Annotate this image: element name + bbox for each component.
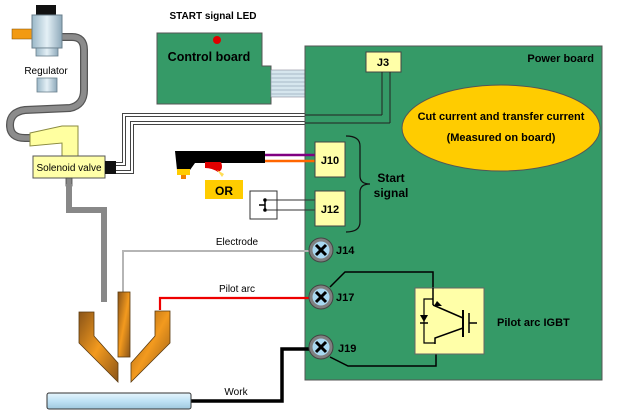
connector-j3-label: J3	[377, 57, 389, 69]
start-signal-led	[213, 36, 221, 44]
solenoid-connector	[105, 161, 116, 174]
power-board-label: Power board	[527, 53, 594, 65]
connector-j3	[365, 51, 402, 73]
start-signal-label-line1: Start	[377, 171, 404, 185]
regulator-body	[31, 14, 63, 49]
igbt-collector-trace	[329, 271, 434, 296]
connector-j12-label: J12	[321, 204, 339, 216]
terminal-j19	[308, 334, 334, 360]
start-signal-led-label: START signal LED	[169, 11, 256, 22]
regulator-label: Regulator	[24, 66, 68, 77]
pilot-arc-wire-label: Pilot arc	[219, 284, 255, 295]
control-board-label: Control board	[168, 50, 251, 64]
solenoid-valve: Solenoid valve	[29, 125, 116, 187]
terminal-j17-label: J17	[336, 292, 354, 304]
nozzle-right	[130, 310, 171, 383]
regulator: Regulator	[11, 5, 68, 93]
terminal-j14	[308, 237, 334, 263]
electrode-wire	[122, 250, 309, 293]
terminal-j17	[308, 284, 334, 310]
regulator-knob	[36, 5, 56, 17]
measurement-label-line1: Cut current and transfer current	[418, 111, 585, 123]
or-label: OR	[215, 184, 233, 198]
regulator-gauge	[36, 77, 58, 93]
work-wire	[190, 347, 309, 403]
torch-head	[78, 291, 171, 383]
solenoid-valve-label: Solenoid valve	[36, 163, 101, 174]
work-piece	[46, 392, 192, 410]
nozzle-left	[78, 311, 119, 383]
control-board: START signal LED Control board	[156, 11, 272, 105]
start-signal-label-line2: signal	[374, 186, 409, 200]
gas-line-to-torch	[66, 184, 107, 302]
terminal-j14-label: J14	[336, 245, 355, 257]
or-badge	[205, 180, 243, 199]
measurement-label-line2: (Measured on board)	[447, 132, 556, 144]
electrode	[117, 291, 131, 358]
ribbon-cable	[270, 69, 307, 98]
connector-j10-label: J10	[321, 155, 339, 167]
hand-torch	[175, 151, 265, 179]
pilot-arc-wire	[158, 296, 309, 310]
start-signal-brace	[345, 135, 371, 233]
igbt-symbol	[414, 287, 485, 355]
electrode-wire-label: Electrode	[216, 237, 259, 248]
terminal-j19-label: J19	[338, 343, 356, 355]
connector-j12	[314, 190, 346, 227]
current-measurement-ellipse	[401, 84, 601, 172]
pushbutton-switch	[249, 190, 278, 220]
work-wire-label: Work	[224, 387, 248, 398]
connector-j10	[314, 141, 346, 178]
igbt-label: Pilot arc IGBT	[497, 317, 570, 329]
